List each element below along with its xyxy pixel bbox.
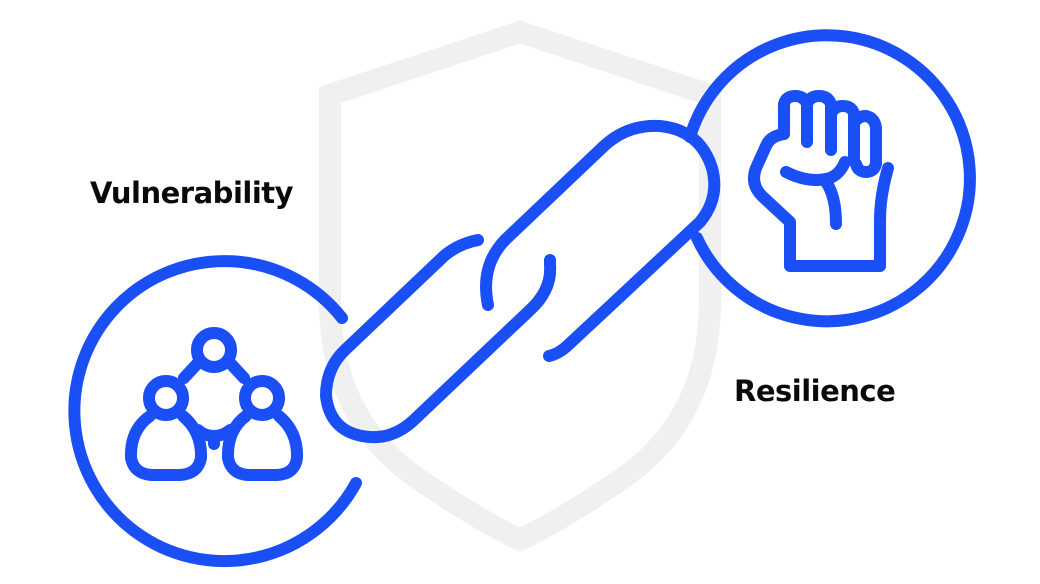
shield-icon xyxy=(319,20,721,553)
raised-fist-icon xyxy=(748,90,894,272)
broken-chain-link-icon xyxy=(320,119,721,444)
left-circle xyxy=(68,255,362,568)
right-circle xyxy=(684,29,976,328)
resilience-label: Resilience xyxy=(734,374,896,408)
community-group-icon xyxy=(124,327,304,481)
vulnerability-label: Vulnerability xyxy=(90,176,294,210)
